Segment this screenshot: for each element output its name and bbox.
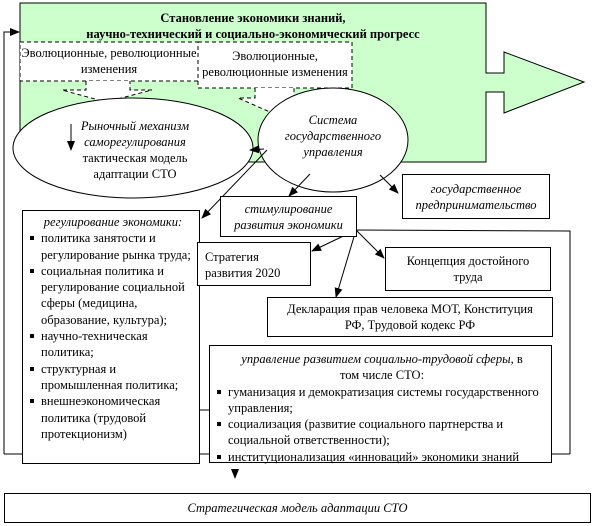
social-labor-title-rest: , в — [510, 352, 523, 366]
state-system-line-2: государственного — [284, 129, 382, 143]
declaration-line-2: РФ, Трудовой кодекс РФ — [344, 318, 476, 332]
arrow-state-to-regulation — [201, 149, 268, 219]
stimulation-line-2: развития экономики — [234, 218, 343, 232]
arrow-stimulation-to-declaration — [334, 229, 357, 298]
social-labor-item: гуманизация и демократизация системы гос… — [217, 384, 550, 417]
changes-left-text: Эволюционные, революционные изменения — [20, 45, 198, 77]
state-system-ellipse — [257, 87, 409, 193]
state-system-text: Система государственного управления — [270, 112, 396, 160]
changes-left-line-2: изменения — [80, 62, 138, 76]
feedback-loop-line — [3, 28, 20, 454]
regulation-item: структурная и промышленная политика; — [30, 361, 199, 394]
social-labor-title-italic: управление развитием социально-трудовой … — [241, 352, 511, 366]
regulation-list: политика занятости и регулирование рынка… — [27, 230, 199, 442]
header-title: Становление экономики знаний, научно-тех… — [20, 10, 486, 42]
decent-work-line-1: Концепция достойного — [406, 254, 530, 268]
regulation-title: регулирование экономики: — [43, 215, 183, 229]
market-line-1: Рыночный механизм — [80, 119, 190, 133]
state-system-line-1: Система — [308, 113, 358, 127]
stimulation-box: стимулирование развития экономики — [220, 196, 357, 237]
regulation-item: политика занятости и регулирование рынка… — [30, 230, 199, 263]
social-labor-title: управление развитием социально-трудовой … — [214, 351, 550, 367]
decent-work-box: Концепция достойного труда — [385, 247, 551, 291]
changes-left-line-1: Эволюционные, революционные — [21, 46, 197, 60]
social-labor-item: социализация (развитие социального партн… — [217, 416, 550, 449]
strategy-2020-line-1: Стратегия — [205, 250, 259, 264]
regulation-item: социальная политика и регулирование соци… — [30, 263, 199, 328]
changes-right-line-2: революционные изменения — [202, 65, 348, 79]
social-labor-box: управление развитием социально-трудовой … — [209, 345, 552, 465]
state-enterprise-line-2: предпринимательство — [415, 198, 537, 212]
declaration-box: Декларация прав человека МОТ, Конституци… — [267, 297, 553, 337]
declaration-line-1: Декларация прав человека МОТ, Конституци… — [287, 302, 533, 316]
header-line-2: научно-технический и социально-экономиче… — [86, 27, 420, 41]
changes-right-text: Эволюционные, революционные изменения — [198, 48, 352, 80]
state-system-line-3: управления — [303, 145, 363, 159]
strategy-2020-line-2: развития 2020 — [205, 266, 281, 280]
decent-work-line-2: труда — [453, 270, 483, 284]
market-line-2: саморегулирования — [84, 135, 186, 149]
arrow-state-to-market — [249, 145, 265, 154]
regulation-item: внешнеэкономическая политика (трудовой п… — [30, 393, 199, 442]
market-line-4: адаптации СТО — [93, 167, 177, 181]
strategic-model-label: Стратегическая модель адаптации СТО — [187, 501, 408, 515]
arrow-state-to-stimulation — [288, 173, 311, 197]
strategic-model-box: Стратегическая модель адаптации СТО — [4, 493, 591, 523]
market-mechanism-text: Рыночный механизм саморегулирования такт… — [60, 118, 210, 182]
changes-right-line-1: Эволюционные, — [232, 49, 318, 63]
social-labor-title-line-2: том числе СТО: — [339, 368, 425, 383]
social-labor-item: институционализация «инноваций» экономик… — [217, 449, 550, 465]
regulation-item: научно-техническая политика; — [30, 328, 199, 361]
frame-right-line — [354, 229, 571, 454]
social-labor-list: гуманизация и демократизация системы гос… — [214, 384, 550, 465]
state-enterprise-box: государственное предпринимательство — [402, 174, 550, 219]
header-line-1: Становление экономики знаний, — [160, 11, 346, 25]
market-line-3: тактическая модель — [82, 151, 188, 165]
regulation-box: регулирование экономики: политика занято… — [22, 210, 200, 464]
state-enterprise-line-1: государственное — [430, 182, 522, 196]
strategy-2020-box: Стратегия развития 2020 — [197, 242, 311, 286]
arrow-stimulation-to-decent-work — [355, 229, 385, 259]
arrow-state-to-enterprise — [379, 174, 399, 194]
stimulation-line-1: стимулирование — [244, 202, 333, 216]
